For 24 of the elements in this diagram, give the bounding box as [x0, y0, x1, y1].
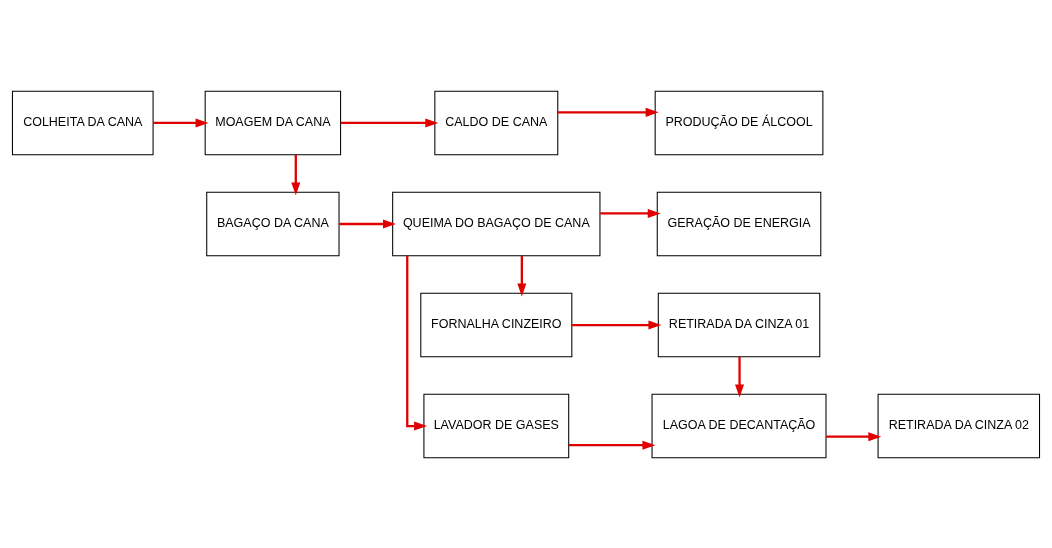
arrow — [291, 154, 301, 195]
arrow — [153, 117, 209, 127]
node-box: BAGAÇO DA CANA — [206, 191, 340, 256]
arrow — [406, 255, 428, 431]
arrow — [557, 107, 659, 117]
node-box: CALDO DE CANA — [434, 90, 559, 155]
arrow — [572, 320, 662, 330]
node-box: QUEIMA DO BAGAÇO DE CANA — [392, 191, 601, 256]
arrow — [826, 431, 882, 441]
node-box: PRODUÇÃO DE ÁLCOOL — [654, 90, 824, 155]
arrow — [339, 218, 396, 228]
node-box: RETIRADA DA CINZA 01 — [657, 292, 821, 357]
node-box: LAVADOR DE GASES — [423, 393, 570, 458]
node-box: FORNALHA CINZEIRO — [420, 292, 573, 357]
arrow — [517, 255, 527, 296]
node-box: LAGOA DE DECANTAÇÃO — [651, 393, 827, 458]
arrow — [735, 356, 745, 397]
arrow — [340, 117, 439, 127]
node-box: RETIRADA DA CINZA 02 — [877, 393, 1041, 458]
node-box: GERAÇÃO DE ENERGIA — [656, 191, 822, 256]
node-box: COLHEITA DA CANA — [11, 90, 154, 155]
node-box: MOAGEM DA CANA — [204, 90, 342, 155]
arrow — [568, 440, 656, 450]
arrow — [600, 208, 661, 218]
